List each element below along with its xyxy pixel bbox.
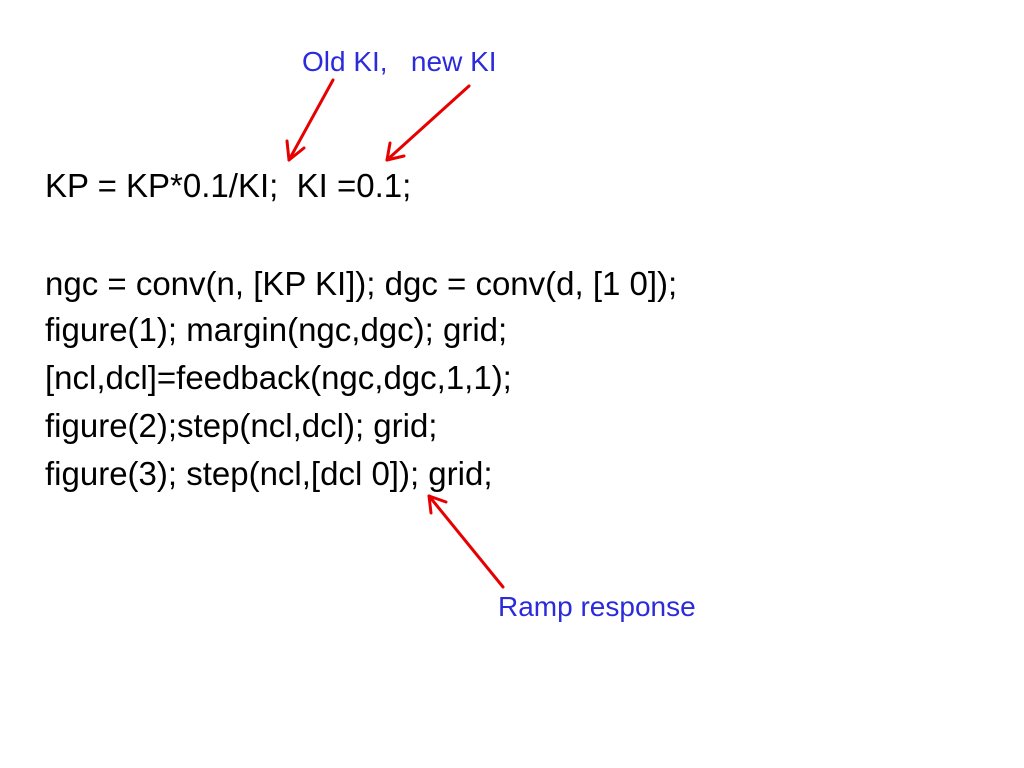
code-line-ngc: ngc = conv(n, [KP KI]); dgc = conv(d, [1… xyxy=(45,265,678,302)
arrow-old-ki xyxy=(285,78,335,162)
code-line-figure2: figure(2);step(ncl,dcl); grid; xyxy=(45,407,438,444)
annotation-old-new-ki: Old KI, new KI xyxy=(302,46,497,77)
arrow-ramp xyxy=(427,494,505,589)
code-line-figure1: figure(1); margin(ngc,dgc); grid; xyxy=(45,311,508,348)
code-line-figure3: figure(3); step(ncl,[dcl 0]); grid; xyxy=(45,455,493,492)
annotation-ramp-response: Ramp response xyxy=(498,591,696,622)
code-line-feedback: [ncl,dcl]=feedback(ngc,dgc,1,1); xyxy=(45,359,512,396)
code-line-kp: KP = KP*0.1/KI; KI =0.1; xyxy=(45,167,412,204)
arrow-new-ki xyxy=(385,84,471,162)
